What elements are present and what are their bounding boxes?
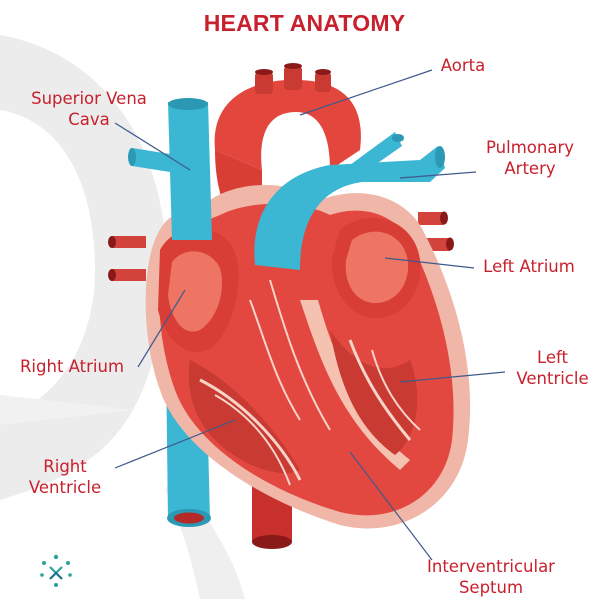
label-right-atrium-text: Right Atrium: [12, 356, 132, 377]
label-aorta: Aorta: [433, 55, 493, 76]
label-interventricular-septum: Interventricular Septum: [416, 556, 566, 598]
label-superior-vena-cava-line1: Superior Vena: [14, 88, 164, 109]
label-right-atrium: Right Atrium: [12, 356, 132, 377]
label-interventricular-septum-line2: Septum: [416, 577, 566, 598]
label-aorta-text: Aorta: [433, 55, 493, 76]
label-interventricular-septum-line1: Interventricular: [416, 556, 566, 577]
label-pulmonary-artery: Pulmonary Artery: [475, 137, 585, 179]
label-right-ventricle: Right Ventricle: [20, 456, 110, 498]
label-right-ventricle-line1: Right: [20, 456, 110, 477]
label-left-atrium: Left Atrium: [474, 256, 584, 277]
label-superior-vena-cava-line2: Cava: [14, 109, 164, 130]
label-left-atrium-text: Left Atrium: [474, 256, 584, 277]
label-superior-vena-cava: Superior Vena Cava: [14, 88, 164, 130]
label-left-ventricle: Left Ventricle: [505, 347, 600, 389]
label-pulmonary-artery-line2: Artery: [475, 158, 585, 179]
label-left-ventricle-line1: Left: [505, 347, 600, 368]
label-pulmonary-artery-line1: Pulmonary: [475, 137, 585, 158]
label-right-ventricle-line2: Ventricle: [20, 477, 110, 498]
brand-logo-icon: [34, 551, 78, 591]
label-left-ventricle-line2: Ventricle: [505, 368, 600, 389]
